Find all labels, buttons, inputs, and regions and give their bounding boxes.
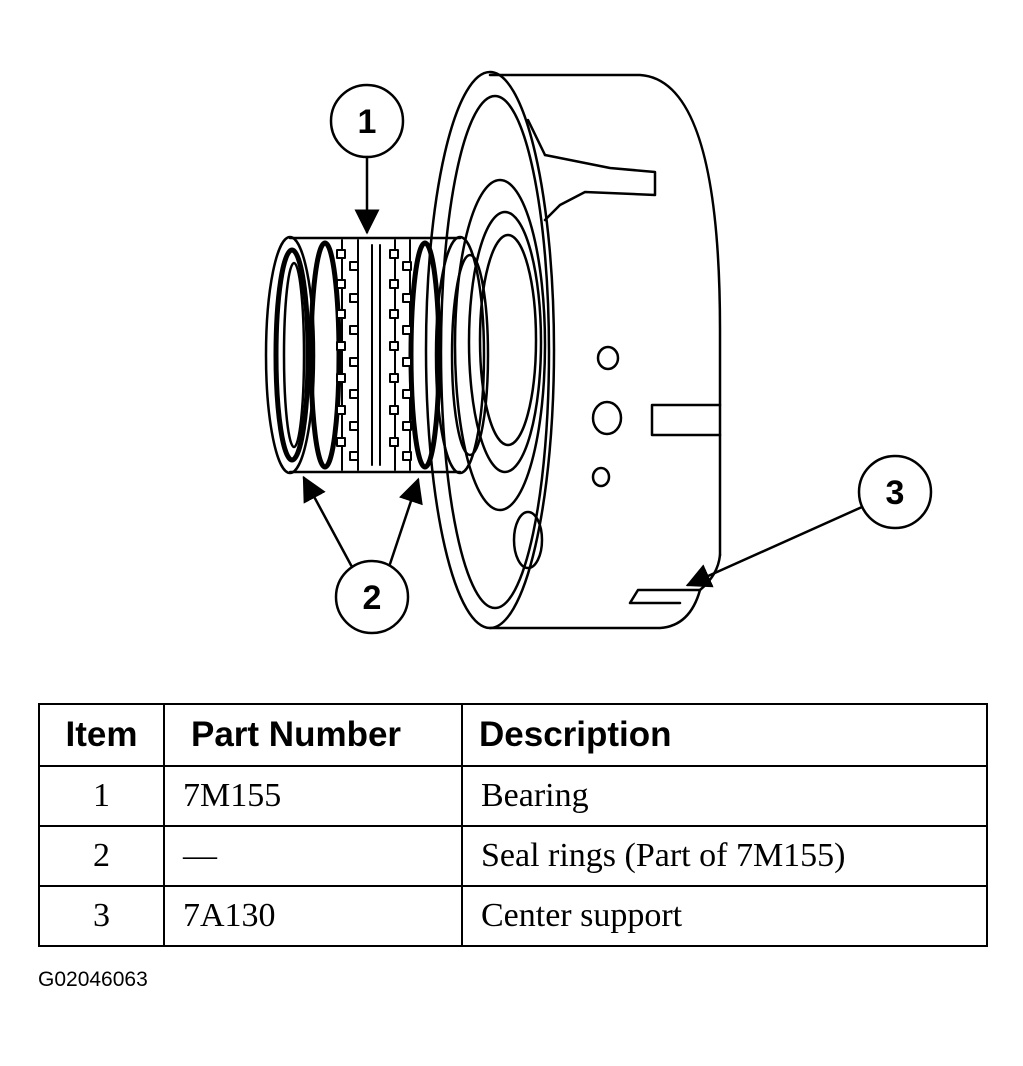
hub-front-ring-outer (264, 235, 316, 475)
parts-table: Item Part Number Description 1 7M155 Bea… (38, 703, 988, 947)
table-row: 2 — Seal rings (Part of 7M155) (38, 825, 988, 887)
row-description: Seal rings (Part of 7M155) (461, 825, 988, 887)
row-part-number: — (163, 825, 463, 887)
figure-id: G02046063 (38, 968, 148, 991)
callout-3-circle (857, 454, 933, 530)
support-top-key (543, 153, 657, 222)
row-item: 3 (38, 885, 165, 947)
callout-2-arrow-right (388, 477, 423, 566)
support-oil-hole-1 (596, 345, 620, 371)
callout-2-arrow-left (302, 475, 354, 569)
center-support-diagram: 1 2 3 (264, 70, 933, 635)
support-oil-hole-3 (591, 466, 611, 488)
table-header-row: Item Part Number Description (38, 703, 988, 767)
callout-3-arrow (685, 505, 864, 588)
support-oil-hole-2 (591, 400, 623, 436)
callout-3: 3 (685, 454, 933, 588)
support-bottom-edge (488, 588, 702, 630)
support-face-inner-rim (439, 94, 551, 610)
row-item: 2 (38, 825, 165, 887)
support-side-slot (650, 403, 722, 437)
bearing-rollers (336, 239, 412, 471)
hub-rear-step-inner (450, 253, 490, 457)
hub-front-bore (282, 261, 306, 449)
callout-3-label: 3 (886, 474, 905, 512)
callout-1-label: 1 (358, 103, 377, 141)
row-description: Bearing (461, 765, 988, 827)
table-row: 1 7M155 Bearing (38, 765, 988, 827)
support-outer-shell (488, 73, 722, 557)
callout-1: 1 (329, 83, 405, 235)
callout-2-circle (334, 559, 410, 635)
support-bottom-notch (628, 588, 702, 605)
header-item: Item (38, 703, 165, 767)
bearing-hub-drawing (264, 235, 490, 475)
header-part-number: Part Number (163, 703, 463, 767)
support-key-ridge (526, 118, 547, 157)
header-description: Description (461, 703, 988, 767)
callout-2-label: 2 (363, 579, 382, 617)
seal-ring-front (308, 240, 342, 470)
center-support-drawing (424, 70, 722, 630)
row-item: 1 (38, 765, 165, 827)
row-description: Center support (461, 885, 988, 947)
hub-tube (288, 236, 462, 474)
support-face-step-3 (478, 233, 538, 447)
support-face-step-2 (467, 210, 543, 474)
row-part-number: 7A130 (163, 885, 463, 947)
hub-rear-step (434, 235, 486, 475)
support-face-hole (512, 510, 544, 570)
row-part-number: 7M155 (163, 765, 463, 827)
support-face-step-1 (453, 178, 547, 512)
callout-2: 2 (302, 475, 423, 635)
table-row: 3 7A130 Center support (38, 885, 988, 947)
hub-front-ring-inner (273, 247, 311, 463)
